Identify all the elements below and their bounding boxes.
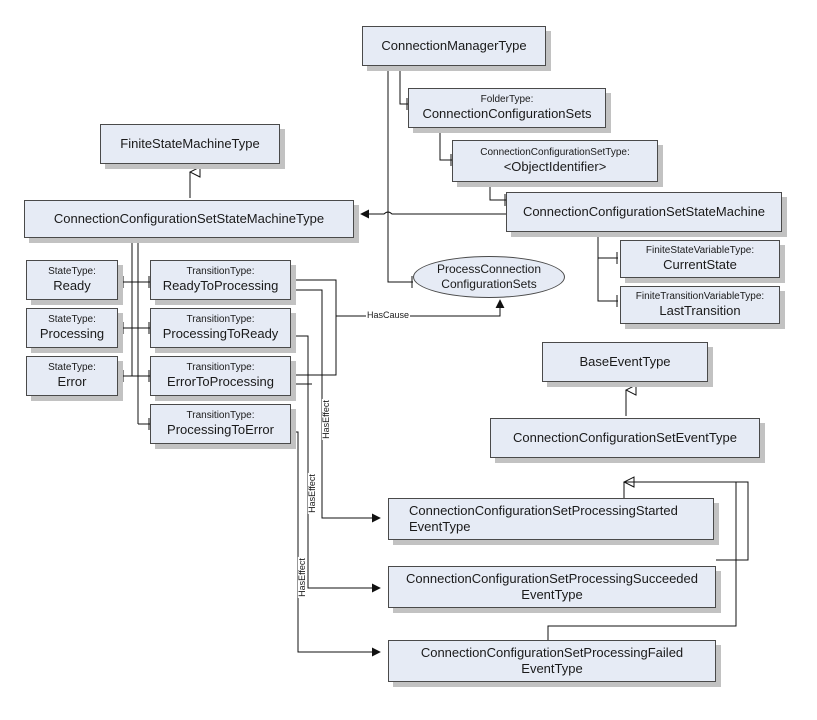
base-event-type-node: BaseEventType bbox=[542, 342, 708, 382]
node-type: TransitionType: bbox=[186, 314, 255, 326]
transition-ready-to-processing-node: TransitionType: ReadyToProcessing bbox=[150, 260, 291, 300]
node-name-line1: ConnectionConfigurationSetProcessingSucc… bbox=[406, 571, 698, 587]
processing-failed-event-node: ConnectionConfigurationSetProcessingFail… bbox=[388, 640, 716, 682]
state-ready-node: StateType: Ready bbox=[26, 260, 118, 300]
processing-succeeded-event-node: ConnectionConfigurationSetProcessingSucc… bbox=[388, 566, 716, 608]
node-name-line1: ConnectionConfigurationSetProcessingStar… bbox=[409, 503, 678, 519]
node-name: BaseEventType bbox=[579, 354, 671, 370]
event-type-node: ConnectionConfigurationSetEventType bbox=[490, 418, 760, 458]
state-machine-instance-node: ConnectionConfigurationSetStateMachine bbox=[506, 192, 782, 232]
node-name: ProcessingToReady bbox=[162, 326, 279, 342]
transition-error-to-processing-node: TransitionType: ErrorToProcessing bbox=[150, 356, 291, 396]
connection-configuration-sets-node: FolderType: ConnectionConfigurationSets bbox=[408, 88, 606, 128]
node-name: CurrentState bbox=[663, 257, 737, 273]
has-effect-label-3: HasEffect bbox=[296, 557, 307, 598]
state-error-node: StateType: Error bbox=[26, 356, 118, 396]
node-type: StateType: bbox=[48, 266, 96, 278]
finite-state-machine-type-node: FiniteStateMachineType bbox=[100, 124, 280, 164]
process-connection-configuration-sets-method: ProcessConnection ConfigurationSets bbox=[413, 256, 565, 298]
object-identifier-node: ConnectionConfigurationSetType: <ObjectI… bbox=[452, 140, 658, 182]
node-name: Processing bbox=[39, 326, 105, 342]
node-name-line1: ConnectionConfigurationSetProcessingFail… bbox=[420, 645, 684, 661]
transition-processing-to-ready-node: TransitionType: ProcessingToReady bbox=[150, 308, 291, 348]
node-name: ProcessingToError bbox=[167, 422, 274, 438]
node-name: Error bbox=[57, 374, 87, 390]
node-name: ConnectionConfigurationSetEventType bbox=[512, 430, 738, 446]
node-name: LastTransition bbox=[659, 303, 741, 319]
node-name: ConnectionConfigurationSetStateMachine bbox=[522, 204, 766, 220]
node-type: FiniteStateVariableType: bbox=[645, 245, 755, 257]
node-type: TransitionType: bbox=[186, 362, 255, 374]
connection-manager-type-node: ConnectionManagerType bbox=[362, 26, 546, 66]
transition-processing-to-error-node: TransitionType: ProcessingToError bbox=[150, 404, 291, 444]
node-type: FiniteTransitionVariableType: bbox=[635, 291, 765, 303]
method-name-line1: ProcessConnection bbox=[436, 262, 542, 276]
node-name-line2: EventType bbox=[521, 661, 583, 676]
node-type: TransitionType: bbox=[186, 410, 255, 422]
node-name-line2: EventType bbox=[521, 587, 583, 602]
state-machine-type-node: ConnectionConfigurationSetStateMachineTy… bbox=[24, 200, 354, 238]
node-type: FolderType: bbox=[480, 94, 534, 106]
has-effect-label-1: HasEffect bbox=[320, 399, 331, 440]
last-transition-node: FiniteTransitionVariableType: LastTransi… bbox=[620, 286, 780, 324]
node-name: ConnectionManagerType bbox=[381, 38, 527, 54]
current-state-node: FiniteStateVariableType: CurrentState bbox=[620, 240, 780, 278]
node-type: StateType: bbox=[48, 314, 96, 326]
node-type: StateType: bbox=[48, 362, 96, 374]
node-name: FiniteStateMachineType bbox=[120, 136, 260, 152]
has-cause-label: HasCause bbox=[366, 310, 411, 320]
node-name: ReadyToProcessing bbox=[162, 278, 279, 294]
has-effect-label-2: HasEffect bbox=[306, 473, 317, 514]
node-type: TransitionType: bbox=[186, 266, 255, 278]
method-name-line2: ConfigurationSets bbox=[441, 277, 537, 291]
node-name: ConnectionConfigurationSetStateMachineTy… bbox=[53, 211, 325, 227]
state-processing-node: StateType: Processing bbox=[26, 308, 118, 348]
node-type: ConnectionConfigurationSetType: bbox=[480, 147, 630, 159]
node-name: <ObjectIdentifier> bbox=[503, 159, 607, 175]
node-name: Ready bbox=[53, 278, 91, 294]
node-name-line2: EventType bbox=[409, 519, 471, 534]
node-name: ErrorToProcessing bbox=[167, 374, 274, 390]
node-name: ConnectionConfigurationSets bbox=[422, 106, 592, 122]
processing-started-event-node: ConnectionConfigurationSetProcessingStar… bbox=[388, 498, 714, 540]
